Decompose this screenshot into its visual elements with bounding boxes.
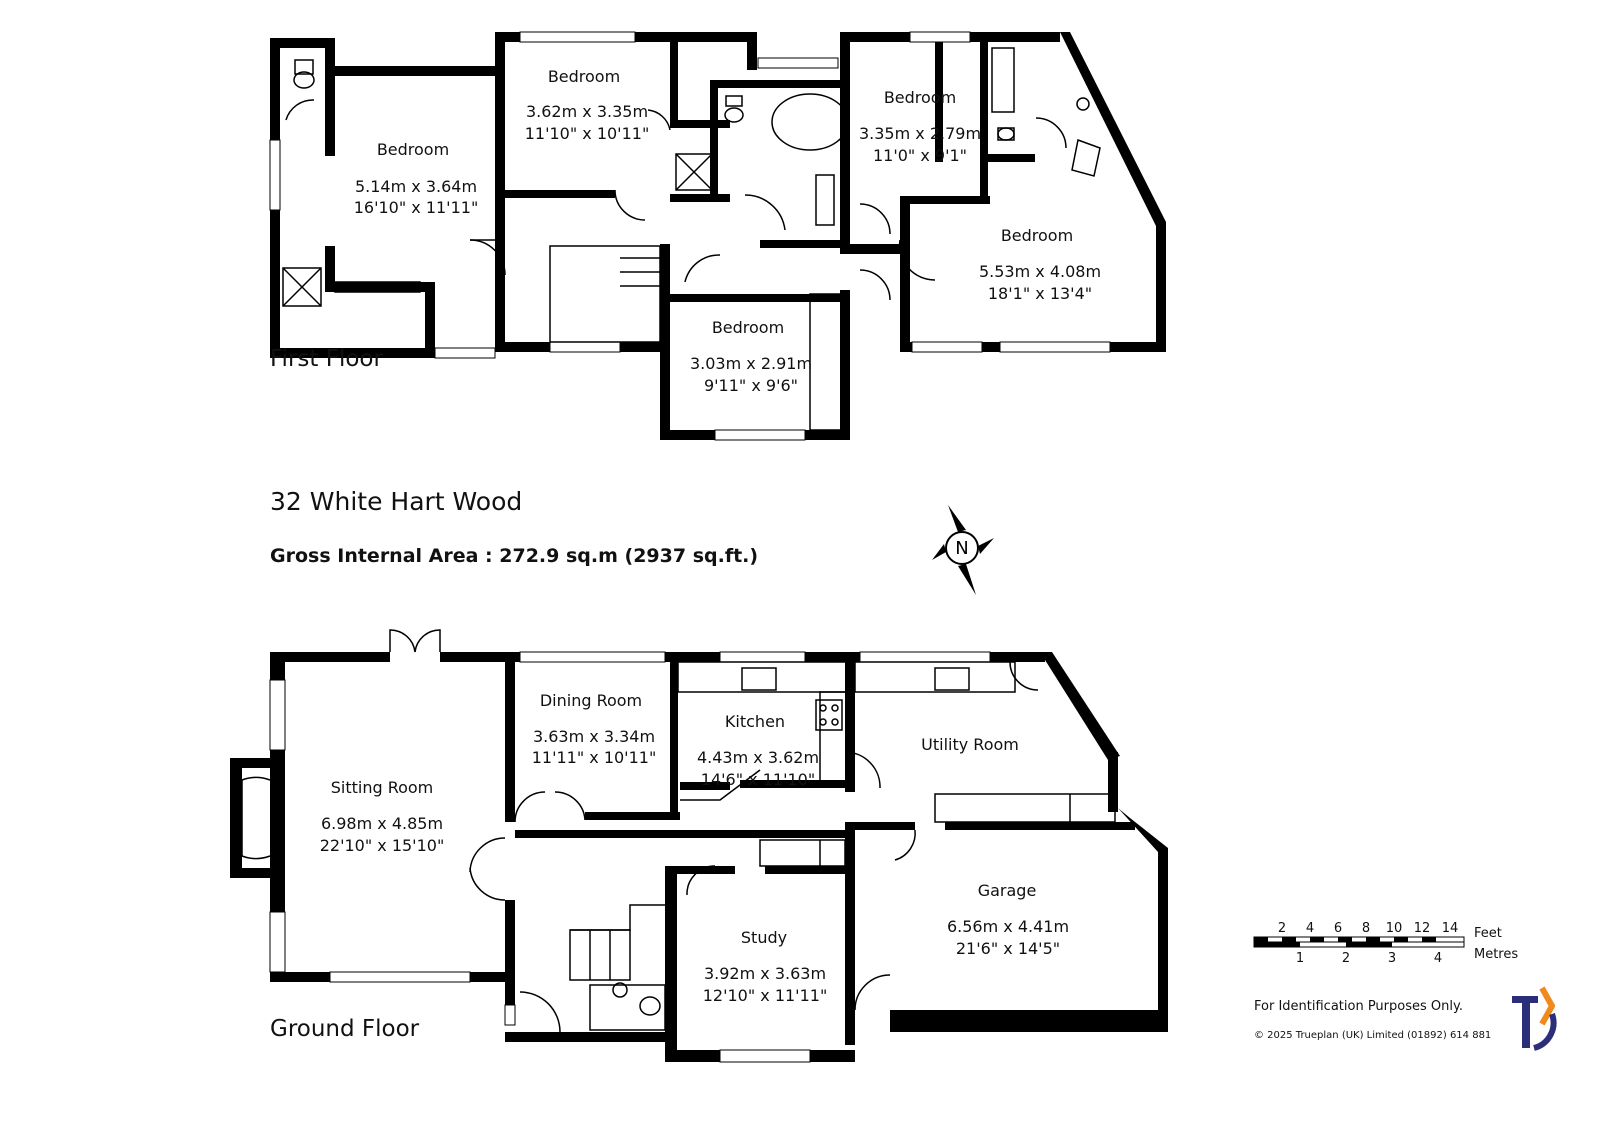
ff-bedroom-1-name: Bedroom [377, 140, 449, 159]
ff-bedroom-1-metric: 5.14m x 3.64m [355, 177, 477, 196]
gf-study-metric: 3.92m x 3.63m [704, 964, 826, 983]
scale-metre-tick: 4 [1434, 951, 1442, 966]
gf-dining-room-imperial: 11'11" x 10'11" [532, 748, 657, 767]
scale-metre-tick: 1 [1296, 951, 1304, 966]
gf-dining-room-name: Dining Room [540, 691, 642, 710]
property-title: 32 White Hart Wood [270, 487, 522, 516]
scale-metre-label: Metres [1474, 947, 1518, 962]
scale-feet-tick: 14 [1442, 921, 1459, 936]
scale-feet-label: Feet [1474, 926, 1502, 941]
gf-study-imperial: 12'10" x 11'11" [703, 986, 828, 1005]
scale-feet-tick: 6 [1334, 921, 1342, 936]
ground-floor-plan [230, 629, 1168, 1063]
scale-feet-tick: 4 [1306, 921, 1314, 936]
gf-kitchen-metric: 4.43m x 3.62m [697, 748, 819, 767]
ff-bedroom-3-metric: 3.35m x 2.79m [859, 124, 981, 143]
scale-bar: 2 4 6 8 10 12 14 Feet 1 2 3 4 Metres [1253, 921, 1518, 966]
first-floor-plan [269, 31, 1166, 441]
trueplan-logo-icon [1512, 986, 1557, 1051]
ff-bedroom-4-imperial: 18'1" x 13'4" [988, 284, 1092, 303]
ff-bedroom-4-metric: 5.53m x 4.08m [979, 262, 1101, 281]
gf-garage-metric: 6.56m x 4.41m [947, 917, 1069, 936]
ff-bedroom-2-metric: 3.62m x 3.35m [526, 102, 648, 121]
gf-dining-room-metric: 3.63m x 3.34m [533, 727, 655, 746]
gf-kitchen-imperial: 14'6" x 11'10" [701, 770, 815, 789]
first-floor-label: First Floor [270, 346, 383, 372]
scale-feet-tick: 8 [1362, 921, 1370, 936]
ff-bedroom-3-name: Bedroom [884, 88, 956, 107]
ground-floor-label: Ground Floor [270, 1016, 420, 1042]
scale-feet-tick: 10 [1386, 921, 1403, 936]
compass-icon: N [932, 505, 994, 595]
copyright-text: © 2025 Trueplan (UK) Limited (01892) 614… [1254, 1030, 1491, 1041]
gf-kitchen-name: Kitchen [725, 712, 785, 731]
scale-feet-tick: 12 [1414, 921, 1431, 936]
disclaimer-text: For Identification Purposes Only. [1254, 999, 1463, 1014]
compass-north-label: N [955, 538, 968, 559]
ff-bedroom-5-imperial: 9'11" x 9'6" [704, 376, 798, 395]
scale-metre-tick: 3 [1388, 951, 1396, 966]
ff-bedroom-5-metric: 3.03m x 2.91m [690, 354, 812, 373]
ff-bedroom-5-name: Bedroom [712, 318, 784, 337]
ff-bedroom-3-imperial: 11'0" x 9'1" [873, 146, 967, 165]
ff-bedroom-1-imperial: 16'10" x 11'11" [354, 198, 479, 217]
scale-metre-tick: 2 [1342, 951, 1350, 966]
ff-bedroom-2-name: Bedroom [548, 67, 620, 86]
gross-internal-area: Gross Internal Area : 272.9 sq.m (2937 s… [270, 545, 758, 567]
gf-garage-imperial: 21'6" x 14'5" [956, 939, 1060, 958]
ff-bedroom-4-name: Bedroom [1001, 226, 1073, 245]
scale-feet-tick: 2 [1278, 921, 1286, 936]
gf-sitting-room-metric: 6.98m x 4.85m [321, 814, 443, 833]
gf-garage-name: Garage [978, 881, 1037, 900]
gf-sitting-room-imperial: 22'10" x 15'10" [320, 836, 445, 855]
ff-bedroom-2-imperial: 11'10" x 10'11" [525, 124, 650, 143]
gf-study-name: Study [741, 928, 787, 947]
gf-utility-room-name: Utility Room [921, 735, 1019, 754]
gf-sitting-room-name: Sitting Room [331, 778, 434, 797]
